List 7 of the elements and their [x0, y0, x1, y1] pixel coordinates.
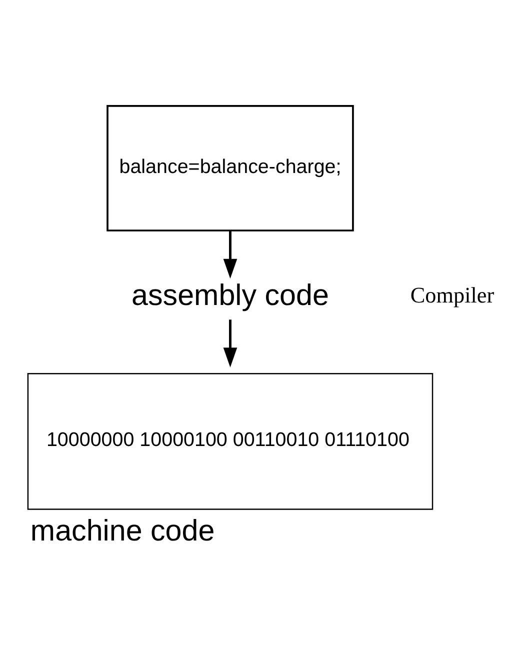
node-box: balance=balance-charge;	[106, 105, 354, 232]
arrow	[223, 320, 238, 368]
node-box: 10000000 10000100 00110010 01110100	[27, 372, 434, 510]
node-label: machine code	[30, 514, 215, 548]
node-text: assembly code	[132, 278, 329, 312]
arrow	[223, 230, 238, 279]
label: Compiler	[410, 282, 494, 308]
